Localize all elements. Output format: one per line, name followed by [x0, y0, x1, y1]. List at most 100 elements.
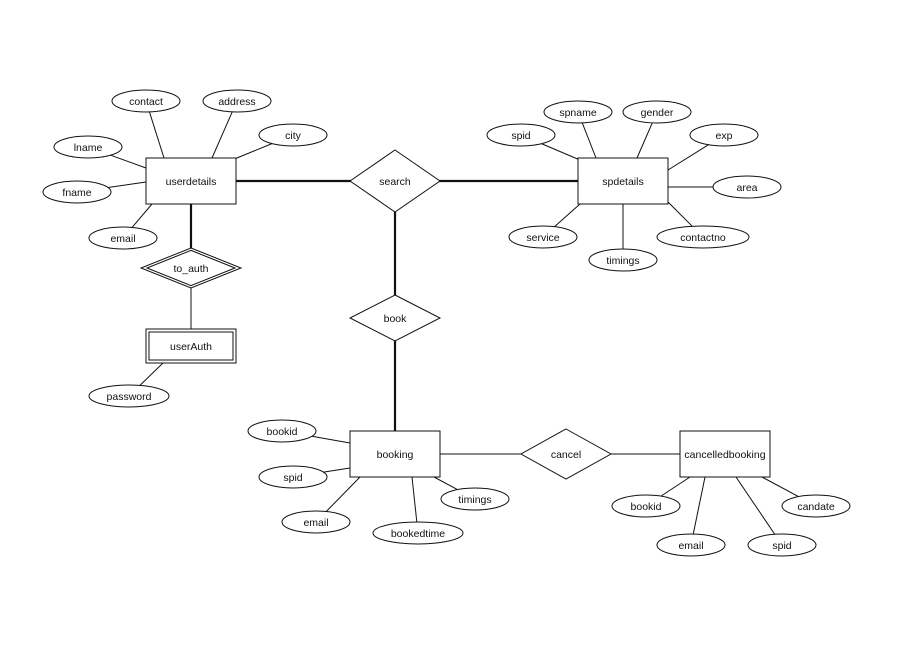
entity-box	[349, 430, 441, 478]
attribute-link-ud-contact	[148, 111, 165, 159]
entity-box	[145, 157, 237, 205]
attribute-ellipse	[747, 533, 817, 557]
attribute-ud-lname: lname	[53, 135, 123, 159]
entity-box	[679, 430, 771, 478]
attribute-ellipse	[508, 225, 578, 249]
attribute-ellipse	[281, 510, 351, 534]
attribute-link-sp-service	[554, 203, 581, 228]
attribute-label: email	[303, 517, 328, 529]
attribute-ua-password: password	[88, 384, 170, 408]
attribute-link-ud-fname	[107, 181, 147, 188]
attribute-label: timings	[458, 494, 491, 506]
attribute-link-bk-spid	[323, 467, 351, 473]
attribute-ud-city: city	[258, 123, 328, 147]
attribute-label: email	[678, 540, 703, 552]
diagram-nodes: userdetails spdetails userAuth booking cance…	[42, 89, 851, 557]
identifying-inner-diamond	[145, 249, 237, 287]
attribute-link-ud-lname	[110, 154, 147, 169]
attribute-label: contactno	[680, 232, 726, 244]
attribute-label: bookedtime	[391, 528, 445, 540]
attribute-link-ud-email	[131, 203, 153, 228]
attribute-ellipse	[53, 135, 123, 159]
relationship-to_auth: to_auth	[139, 247, 243, 289]
attribute-link-cb-bookid	[660, 476, 691, 497]
attribute-ellipse	[202, 89, 272, 113]
relationship-search: search	[349, 149, 441, 213]
weak-entity-inner-box	[148, 331, 234, 361]
attribute-ellipse	[689, 123, 759, 147]
attribute-sp-spname: spname	[543, 100, 613, 124]
attribute-sp-contactno: contactno	[656, 225, 750, 249]
attribute-bk-bookedtime: bookedtime	[372, 521, 464, 545]
entity-label: userAuth	[170, 341, 212, 353]
relationship-diamond	[349, 149, 441, 213]
attribute-ellipse	[781, 494, 851, 518]
entity-booking: booking	[349, 430, 441, 478]
attribute-label: spname	[559, 107, 597, 119]
attribute-sp-timings: timings	[588, 248, 658, 272]
entity-label: spdetails	[602, 176, 643, 188]
attribute-link-sp-exp	[667, 144, 709, 171]
relationship-book: book	[348, 294, 442, 342]
attribute-label: password	[107, 391, 152, 403]
entity-userAuth: userAuth	[145, 328, 237, 364]
attribute-label: spid	[772, 540, 791, 552]
attribute-ellipse	[712, 175, 782, 199]
attribute-link-bk-timings	[433, 476, 458, 491]
entity-cancelledbooking: cancelledbooking	[679, 430, 771, 478]
entity-box	[577, 157, 669, 205]
attribute-cb-bookid: bookid	[611, 494, 681, 518]
attribute-ellipse	[656, 533, 726, 557]
attribute-ellipse	[42, 180, 112, 204]
attribute-ellipse	[258, 465, 328, 489]
relationship-diamond	[348, 294, 442, 342]
attribute-ellipse	[656, 225, 750, 249]
attribute-link-cb-email	[692, 476, 706, 535]
attribute-ellipse	[588, 248, 658, 272]
attribute-ud-fname: fname	[42, 180, 112, 204]
attribute-ellipse	[372, 521, 464, 545]
relationship-label: to_auth	[173, 263, 208, 275]
attribute-link-cb-spid	[735, 476, 776, 535]
attribute-cb-candate: candate	[781, 494, 851, 518]
attribute-ud-email: email	[88, 226, 158, 250]
attribute-ellipse	[88, 384, 170, 408]
attribute-label: city	[285, 130, 302, 142]
attribute-ellipse	[88, 226, 158, 250]
attribute-ellipse	[486, 123, 556, 147]
attribute-cb-spid: spid	[747, 533, 817, 557]
attribute-ellipse	[247, 419, 317, 443]
attribute-label: fname	[62, 187, 91, 199]
attribute-ellipse	[258, 123, 328, 147]
entity-spdetails: spdetails	[577, 157, 669, 205]
attribute-sp-area: area	[712, 175, 782, 199]
attribute-label: gender	[641, 107, 674, 119]
attribute-link-bk-bookedtime	[411, 476, 418, 523]
attribute-label: bookid	[267, 426, 298, 438]
attribute-link-cb-candate	[761, 476, 799, 498]
attribute-label: spid	[511, 130, 530, 142]
attribute-label: lname	[74, 142, 103, 154]
attribute-ellipse	[111, 89, 181, 113]
attribute-label: service	[526, 232, 559, 244]
relationship-label: book	[384, 313, 408, 325]
attribute-link-bk-bookid	[311, 435, 351, 444]
attribute-label: candate	[797, 501, 835, 513]
attribute-link-ud-address	[211, 111, 233, 159]
attribute-link-sp-gender	[636, 122, 653, 159]
attribute-bk-email: email	[281, 510, 351, 534]
attribute-label: area	[736, 182, 757, 194]
attribute-link-ua-password	[139, 362, 164, 386]
attribute-ud-contact: contact	[111, 89, 181, 113]
relationship-label: search	[379, 176, 411, 188]
attribute-ud-address: address	[202, 89, 272, 113]
entity-userdetails: userdetails	[145, 157, 237, 205]
attribute-label: address	[218, 96, 255, 108]
attribute-sp-spid: spid	[486, 123, 556, 147]
attribute-ellipse	[543, 100, 613, 124]
attribute-label: timings	[606, 255, 639, 267]
attribute-sp-gender: gender	[622, 100, 692, 124]
attribute-bk-spid: spid	[258, 465, 328, 489]
attribute-label: bookid	[631, 501, 662, 513]
